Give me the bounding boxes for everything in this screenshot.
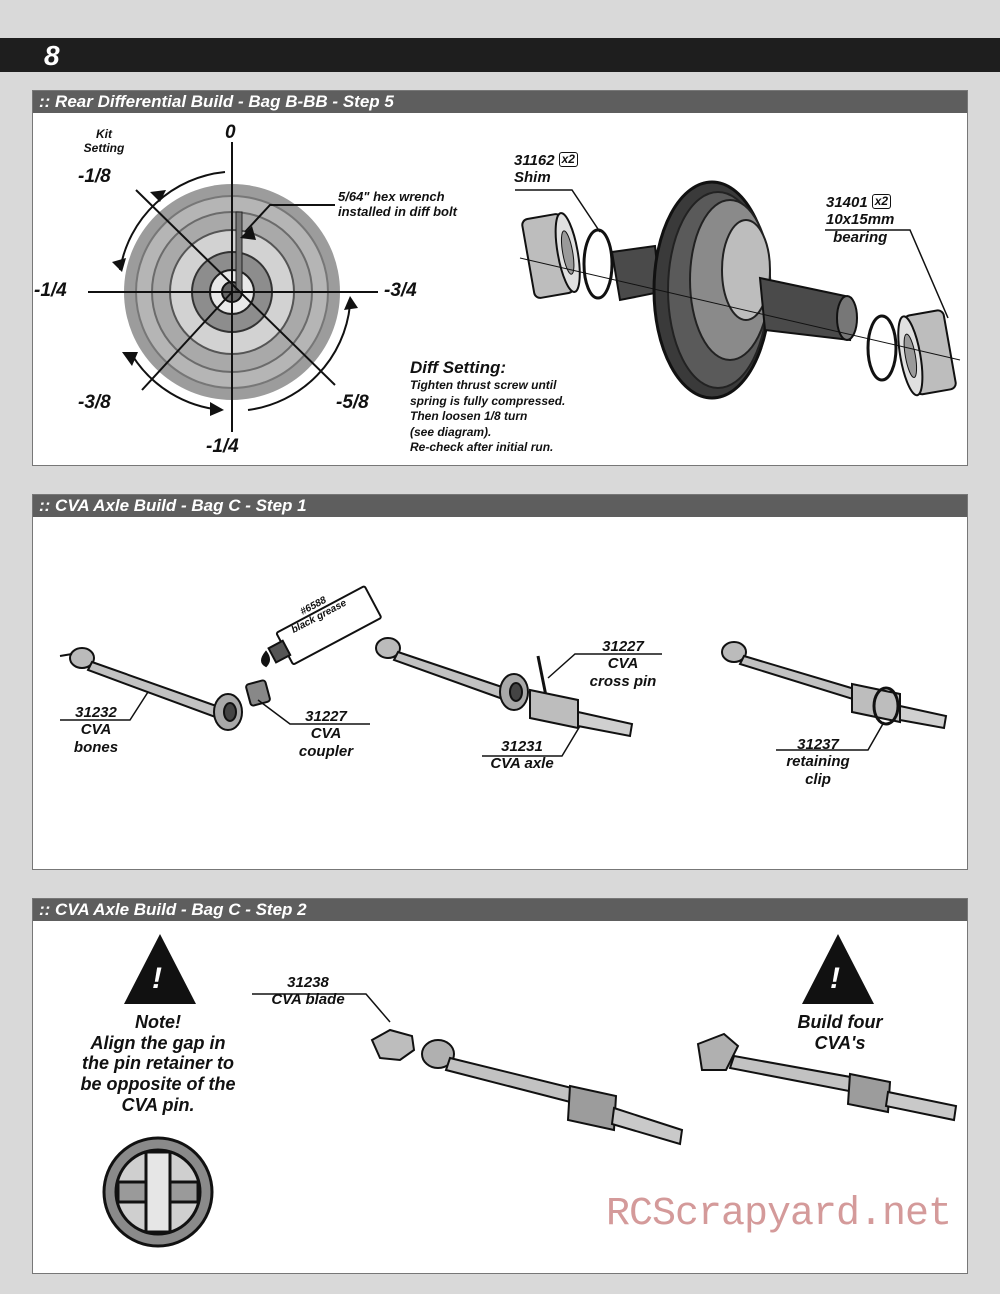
page-header-bar: 8 xyxy=(0,38,1000,72)
warning-icon xyxy=(124,934,196,1004)
kit-setting-label: Kit Setting xyxy=(83,127,125,155)
dial-mark-minus-5-8: -5/8 xyxy=(336,392,369,413)
page-number: 8 xyxy=(44,40,60,71)
cva-blade-illustration xyxy=(370,1028,416,1062)
pin-retainer-illustration xyxy=(102,1136,214,1248)
panel-title: :: Rear Differential Build - Bag B-BB - … xyxy=(33,91,967,113)
bearing-qty: x2 xyxy=(871,194,892,209)
warning-mark-left: ! xyxy=(152,962,162,995)
dial-mark-minus-3-8: -3/8 xyxy=(78,392,111,413)
dial-mark-minus-1-4-bottom: -1/4 xyxy=(206,436,239,457)
shim-qty: x2 xyxy=(558,152,578,167)
diff-setting-text: Tighten thrust screw until spring is ful… xyxy=(410,378,566,455)
dial-mark-minus-1-8: -1/8 xyxy=(78,166,111,187)
retaining-clip-label: 31237 retaining clip xyxy=(786,736,850,788)
cva-blade-label: 31238 CVA blade xyxy=(271,974,345,1009)
cva-crosspin-label: 31227 CVA cross pin xyxy=(589,638,657,690)
cva-bones-label: 31232 CVA bones xyxy=(73,704,119,756)
dial-mark-minus-3-4: -3/4 xyxy=(384,280,417,301)
diff-setting-title: Diff Setting: xyxy=(410,358,507,377)
shim-part-number: 31162 xyxy=(514,152,555,169)
panel-title: :: CVA Axle Build - Bag C - Step 2 xyxy=(33,899,967,921)
hex-wrench-note: 5/64" hex wrench installed in diff bolt xyxy=(338,189,457,219)
watermark: RCScrapyard.net xyxy=(606,1192,952,1237)
warning-icon xyxy=(802,934,874,1004)
shim-part-name: Shim xyxy=(514,169,551,187)
bearing-part-name: 10x15mm bearing xyxy=(826,211,895,246)
warning-mark-right: ! xyxy=(830,962,840,995)
cva-axle-label: 31231 CVA axle xyxy=(490,738,554,773)
dial-mark-minus-1-4-left: -1/4 xyxy=(34,280,67,301)
dial-arrowheads xyxy=(112,190,358,416)
panel-title: :: CVA Axle Build - Bag C - Step 1 xyxy=(33,495,967,517)
build-four-note: Build four CVA's xyxy=(797,1012,883,1053)
dial-mark-zero: 0 xyxy=(225,122,236,143)
alignment-note: Note! Align the gap in the pin retainer … xyxy=(80,1012,236,1115)
bearing-part-number: 31401 xyxy=(826,194,868,211)
cva-coupler-label: 31227 CVA coupler xyxy=(298,708,354,760)
dial-lines xyxy=(88,142,378,432)
diff-parts-illustration xyxy=(515,180,961,400)
